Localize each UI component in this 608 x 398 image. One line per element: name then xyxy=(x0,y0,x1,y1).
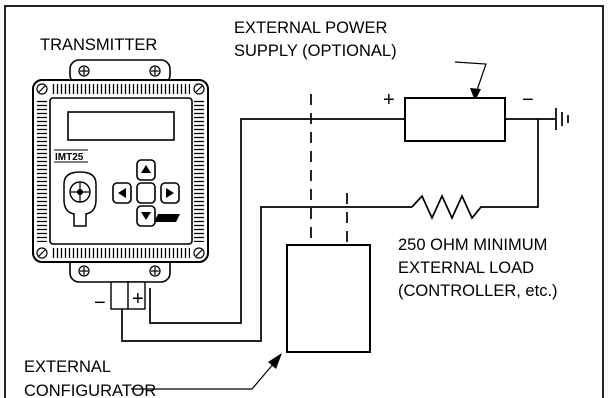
corner-screw-icon xyxy=(193,247,205,259)
load-label-line2: EXTERNAL LOAD xyxy=(398,259,534,277)
slash-mark-icon xyxy=(154,214,180,222)
figure-frame xyxy=(4,5,604,398)
power-supply-label-line2: SUPPLY (OPTIONAL) xyxy=(234,42,397,60)
brand-logo-icon xyxy=(63,171,97,227)
configurator-box xyxy=(286,244,371,353)
lcd-display xyxy=(67,111,175,141)
corner-screw-icon xyxy=(36,247,48,259)
power-supply-leader xyxy=(454,61,487,101)
transmitter-minus-terminal: − xyxy=(94,292,106,314)
ground-icon xyxy=(555,108,569,130)
top-fins xyxy=(52,84,190,94)
load-label-line3: (CONTROLLER, etc.) xyxy=(398,282,558,300)
configurator-leader xyxy=(131,353,282,390)
transmitter-device: IMT25 xyxy=(32,59,209,310)
enter-key xyxy=(136,182,156,204)
power-supply-label-line1: EXTERNAL POWER xyxy=(234,19,387,37)
bottom-fins xyxy=(52,248,190,258)
corner-screw-icon xyxy=(193,83,205,95)
supply-plus-terminal: + xyxy=(383,89,395,111)
corner-screw-icon xyxy=(36,83,48,95)
supply-minus-terminal: − xyxy=(522,89,534,111)
keypad xyxy=(112,159,180,227)
left-fins xyxy=(37,100,47,242)
positive-wire xyxy=(149,118,405,324)
device-badge: IMT25 xyxy=(55,152,84,163)
load-return-wire xyxy=(491,119,539,208)
transmitter-label: TRANSMITTER xyxy=(40,36,157,54)
configurator-label-line2: CONFIGURATOR xyxy=(24,382,156,398)
resistor-icon xyxy=(411,193,491,221)
right-fins xyxy=(194,100,204,242)
configurator-label-line1: EXTERNAL xyxy=(24,358,111,376)
negative-wire xyxy=(121,206,412,342)
load-label-line1: 250 OHM MINIMUM xyxy=(398,236,547,254)
transmitter-plus-terminal: + xyxy=(132,288,144,310)
power-supply-box xyxy=(404,97,506,142)
